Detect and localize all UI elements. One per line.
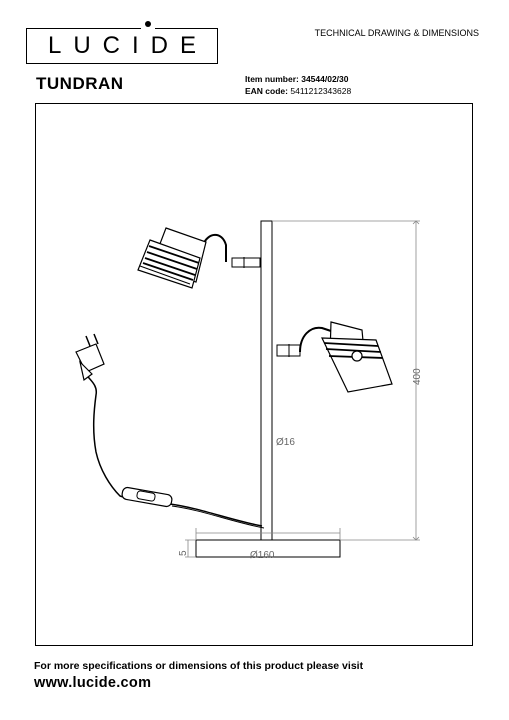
power-plug [75,333,105,382]
height-dimension: 400 [412,368,423,385]
website-link[interactable]: www.lucide.com [34,675,152,691]
lower-spot-head [276,321,393,393]
item-number-label: Item number: [245,74,299,84]
ean-code-label: EAN code: [245,86,288,96]
product-codes: Item number: 34544/02/30 EAN code: 54112… [245,73,351,97]
item-number-row: Item number: 34544/02/30 [245,73,351,85]
document-title: TECHNICAL DRAWING & DIMENSIONS [314,28,479,38]
logo-gap [141,26,155,32]
logo-text: LUCIDE [47,32,209,59]
ean-code-value: 5411212343628 [290,86,352,96]
upper-spot-head [137,227,261,289]
footer-info: For more specifications or dimensions of… [34,660,364,672]
lamp-rod [260,220,273,541]
power-cable [83,371,263,527]
rod-diameter-dimension: Ø16 [276,437,295,448]
drawing-frame [35,103,473,646]
logo-dot-icon [145,21,151,27]
item-number-value: 34544/02/30 [301,74,349,84]
product-name: TUNDRAN [36,74,124,93]
ean-code-row: EAN code: 5411212343628 [245,85,351,97]
base-height-dimension: 5 [178,550,189,556]
brand-logo: LUCIDE [26,21,218,64]
base-diameter-dimension: Ø160 [250,550,275,561]
